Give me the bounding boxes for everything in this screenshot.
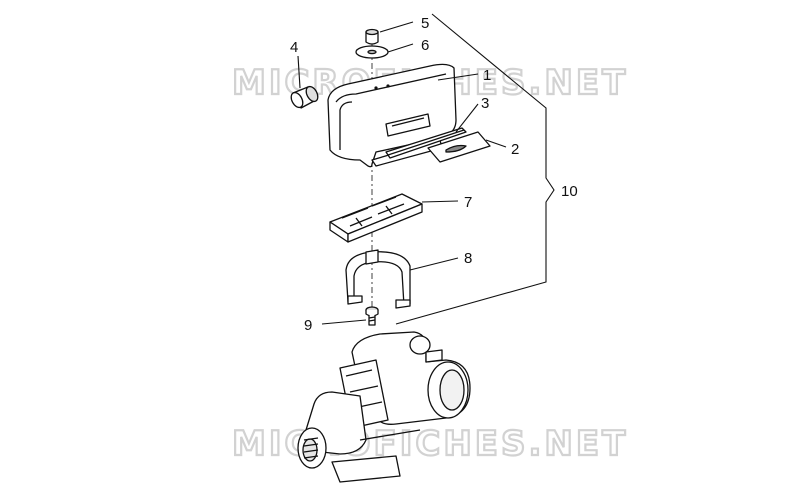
callout-1: 1 [483, 67, 491, 84]
washer-part-6 [355, 45, 389, 59]
starter-motor [297, 331, 471, 483]
callout-6: 6 [421, 37, 429, 54]
callout-10: 10 [561, 183, 578, 200]
bolt-part-9 [365, 306, 379, 326]
watermark-bottom: MICROFICHES.NET [232, 424, 628, 464]
callout-7: 7 [464, 194, 472, 211]
callout-5: 5 [421, 15, 429, 32]
callout-8: 8 [464, 250, 472, 267]
mounting-bracket-part-7 [329, 193, 423, 243]
rubber-bumper-part-4 [290, 85, 319, 109]
clamp-strap-part-8 [345, 249, 411, 309]
gasket-strip-part-3 [385, 127, 467, 159]
callout-4: 4 [290, 39, 298, 56]
label-plate-part-2 [427, 131, 491, 163]
leader-lines [297, 13, 555, 325]
callout-3: 3 [481, 95, 489, 112]
cap-nut-part-5 [365, 28, 379, 45]
callout-2: 2 [511, 141, 519, 158]
callout-9: 9 [304, 317, 312, 334]
